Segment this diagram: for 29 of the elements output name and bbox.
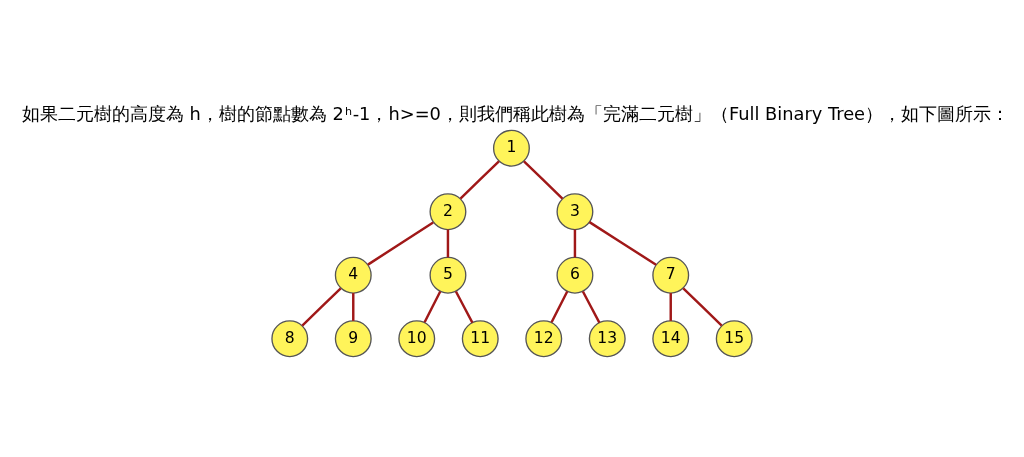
connector xyxy=(550,290,569,323)
node-circle: 6 xyxy=(556,256,594,294)
node-circle: 1 xyxy=(492,129,530,167)
connector xyxy=(454,290,474,323)
connector xyxy=(459,160,500,199)
node-circle: 8 xyxy=(271,319,309,357)
node-circle: 5 xyxy=(429,256,467,294)
node-circle: 11 xyxy=(461,319,499,357)
connector xyxy=(367,220,434,266)
node-circle: 4 xyxy=(334,256,372,294)
node-circle: 3 xyxy=(556,192,594,230)
node-circle: 10 xyxy=(398,319,436,357)
node-circle: 13 xyxy=(588,319,626,357)
connector xyxy=(301,287,342,326)
connector xyxy=(682,287,723,326)
connector xyxy=(669,292,672,321)
connector xyxy=(423,290,442,323)
node-circle: 15 xyxy=(715,319,753,357)
connector xyxy=(581,290,601,323)
node-circle: 2 xyxy=(429,192,467,230)
connector xyxy=(352,292,355,321)
connector xyxy=(523,160,564,199)
node-circle: 7 xyxy=(652,256,690,294)
connector xyxy=(588,220,657,266)
node-circle: 9 xyxy=(334,319,372,357)
node-circle: 14 xyxy=(652,319,690,357)
node-circle: 12 xyxy=(525,319,563,357)
connector xyxy=(446,229,450,257)
connector xyxy=(573,229,577,257)
